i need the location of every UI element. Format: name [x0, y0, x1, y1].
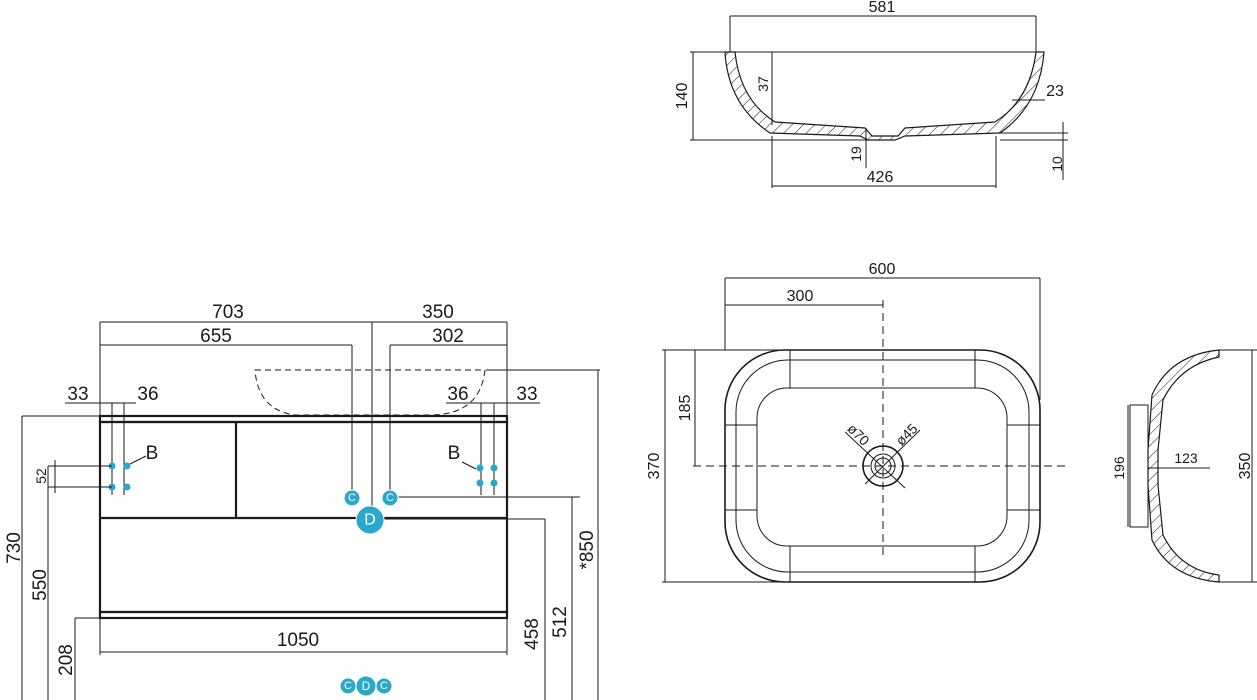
legend-c2-label: C — [380, 680, 388, 692]
supply-dot — [476, 479, 484, 487]
legend-d-label: D — [362, 679, 371, 693]
legend-marker-c2 — [375, 677, 393, 695]
sink-section-shell — [724, 51, 1045, 141]
basin-dashed-outline — [254, 369, 486, 416]
dim-diameter-70: ø70 — [844, 420, 873, 449]
dim-302: 302 — [432, 326, 464, 347]
dim-36-left: 36 — [137, 384, 158, 405]
dim-33-right: 33 — [516, 384, 537, 405]
supply-dot — [490, 479, 498, 487]
dim-350-end: 350 — [1237, 453, 1254, 480]
sink-bowl — [756, 387, 1008, 547]
dim-581: 581 — [869, 0, 896, 16]
sink-top-view: 600 300 370 185 ø70 ø45 — [646, 261, 1065, 583]
dim-36-right: 36 — [447, 384, 468, 405]
dim-550: 550 — [30, 569, 51, 601]
supply-dot — [490, 464, 498, 472]
dim-185: 185 — [677, 395, 694, 422]
marker-c-right-label: C — [386, 492, 394, 504]
dim-diameter-45: ø45 — [892, 420, 921, 449]
dim-850: *850 — [577, 530, 598, 569]
dim-370: 370 — [646, 453, 663, 480]
diameter-leader-45 — [864, 429, 921, 485]
dim-196: 196 — [1111, 456, 1127, 480]
dim-33-left: 33 — [67, 384, 88, 405]
marker-c-right — [381, 489, 399, 507]
b-leader-left — [129, 455, 147, 465]
plinth — [98, 610, 509, 620]
dim-458: 458 — [522, 618, 543, 650]
marker-d-label: D — [364, 512, 376, 529]
dim-10: 10 — [1049, 156, 1065, 172]
marker-c-left-label: C — [348, 492, 356, 504]
dim-300: 300 — [787, 288, 814, 305]
sink-end-shell — [1147, 349, 1220, 583]
dim-1050: 1050 — [277, 630, 319, 651]
dim-703: 703 — [212, 302, 244, 323]
diameter-leader-70 — [844, 431, 906, 489]
dim-37: 37 — [755, 76, 771, 92]
supply-dot — [476, 464, 484, 472]
marker-d — [355, 505, 385, 535]
dim-19: 19 — [848, 146, 864, 162]
dim-655: 655 — [200, 326, 232, 347]
dim-350: 350 — [422, 302, 454, 323]
dim-600: 600 — [869, 261, 896, 278]
b-leader-right — [461, 461, 477, 470]
dim-208: 208 — [56, 644, 77, 676]
dim-52: 52 — [33, 468, 49, 484]
supply-dot — [123, 483, 131, 491]
sink-end-base — [1129, 404, 1149, 528]
dim-123: 123 — [1174, 450, 1198, 466]
dim-140: 140 — [674, 83, 691, 110]
sink-side-section: 581 140 37 23 19 10 426 — [674, 0, 1068, 188]
dim-23: 23 — [1046, 83, 1064, 100]
sink-end-view: 350 196 123 — [1111, 349, 1257, 583]
marker-c-left — [343, 489, 361, 507]
dim-512: 512 — [550, 606, 571, 638]
supply-dot — [123, 462, 131, 470]
label-b-right: B — [448, 443, 461, 464]
dim-426: 426 — [867, 169, 894, 186]
label-b-left: B — [146, 443, 159, 464]
dim-730: 730 — [4, 532, 25, 564]
legend-c1-label: C — [344, 680, 352, 692]
front-view: 703 350 655 302 33 36 36 33 B B 52 — [4, 302, 600, 700]
